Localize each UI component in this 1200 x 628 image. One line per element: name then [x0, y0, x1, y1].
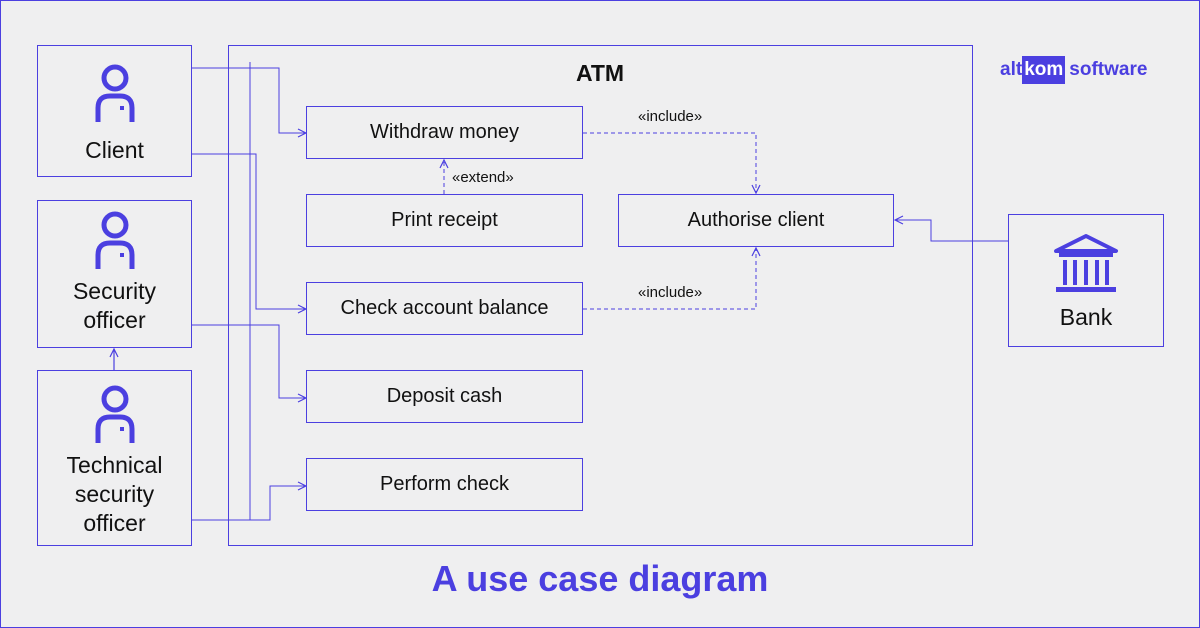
usecase-withdraw-money[interactable]: Withdraw money	[306, 106, 583, 159]
actor-client[interactable]: Client	[37, 45, 192, 177]
actor-technical-security-officer[interactable]: Technical security officer	[37, 370, 192, 546]
usecase-print-receipt[interactable]: Print receipt	[306, 194, 583, 247]
assoc-security-deposit	[192, 324, 306, 398]
usecase-check-account-balance[interactable]: Check account balance	[306, 282, 583, 335]
include-label-withdraw: «include»	[638, 108, 703, 125]
actor-label: Security officer	[72, 278, 157, 333]
extend-label: «extend»	[452, 169, 514, 186]
bank-building-icon	[1054, 234, 1118, 292]
system-title: ATM	[575, 60, 625, 86]
assoc-technical-performcheck	[192, 486, 306, 521]
usecase-deposit-cash[interactable]: Deposit cash	[306, 370, 583, 423]
actor-bank[interactable]: Bank	[1008, 214, 1164, 347]
diagram-caption: A use case diagram	[431, 558, 769, 599]
usecase-authorise-client[interactable]: Authorise client	[618, 194, 894, 247]
logo-part-2: kom	[1022, 56, 1066, 84]
assoc-client-balance	[192, 153, 306, 309]
include-label-balance: «include»	[638, 284, 703, 301]
assoc-client-withdraw	[192, 67, 306, 133]
person-icon	[95, 64, 134, 122]
include-balance-connector	[583, 248, 756, 310]
include-withdraw-connector	[583, 132, 756, 193]
actor-label: Bank	[1059, 304, 1113, 330]
assoc-bank-authorise	[895, 220, 1008, 242]
actor-security-officer[interactable]: Security officer	[37, 200, 192, 348]
actor-label: Technical security officer	[66, 452, 163, 536]
actor-label: Client	[85, 137, 144, 163]
person-icon	[95, 211, 134, 269]
logo-part-3: software	[1069, 59, 1148, 80]
logo-part-1: alt	[1000, 59, 1023, 80]
atm-system-boundary	[228, 45, 973, 546]
usecase-perform-check[interactable]: Perform check	[306, 458, 583, 511]
person-icon	[95, 385, 134, 443]
